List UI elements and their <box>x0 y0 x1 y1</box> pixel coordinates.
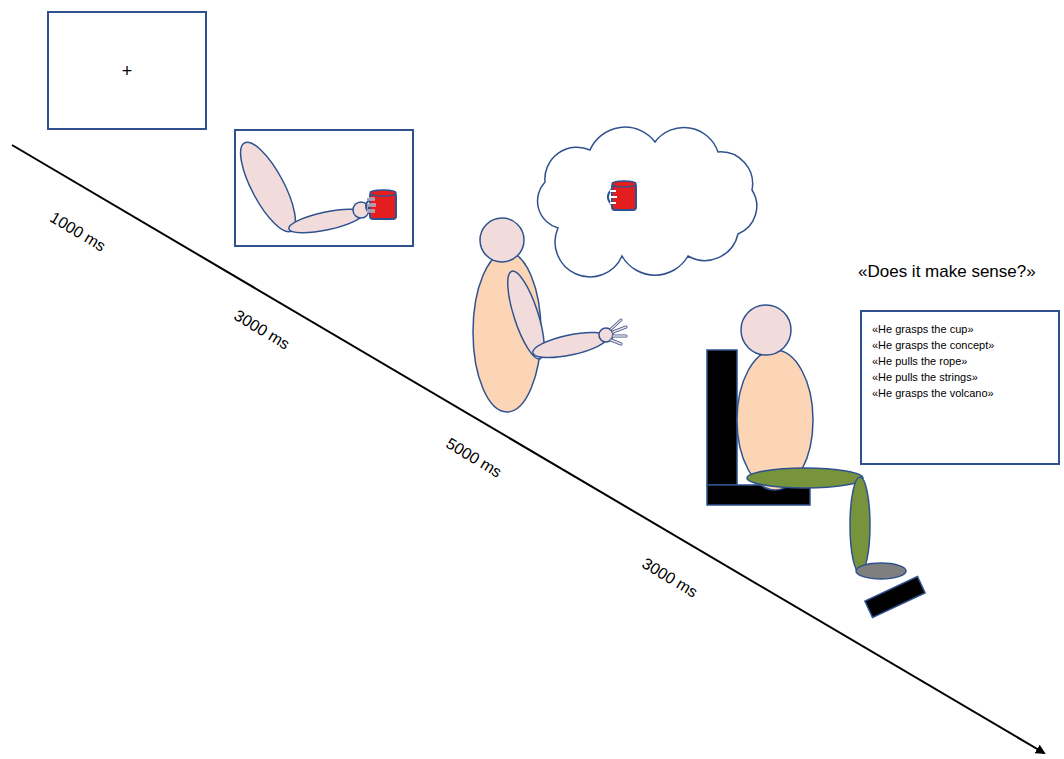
duration-label: 3000 ms <box>639 554 701 601</box>
thought-cloud <box>538 127 757 277</box>
duration-label: 3000 ms <box>231 306 293 353</box>
sentence: «He grasps the volcano» <box>872 386 1050 402</box>
duration-label: 5000 ms <box>443 434 505 481</box>
sentence: «He grasps the concept» <box>872 338 1050 354</box>
imagining-person <box>473 218 626 412</box>
sentence: «He pulls the strings» <box>872 370 1050 386</box>
duration-label: 1000 ms <box>47 208 109 255</box>
sentence-box: «He grasps the cup»«He grasps the concep… <box>860 310 1060 465</box>
fixation-cross: + <box>122 62 133 80</box>
arm-picture <box>230 130 413 246</box>
sentence: «He pulls the rope» <box>872 354 1050 370</box>
question-text: «Does it make sense?» <box>858 262 1036 282</box>
sentence: «He grasps the cup» <box>872 322 1050 338</box>
fixation-screen: + <box>47 11 207 130</box>
